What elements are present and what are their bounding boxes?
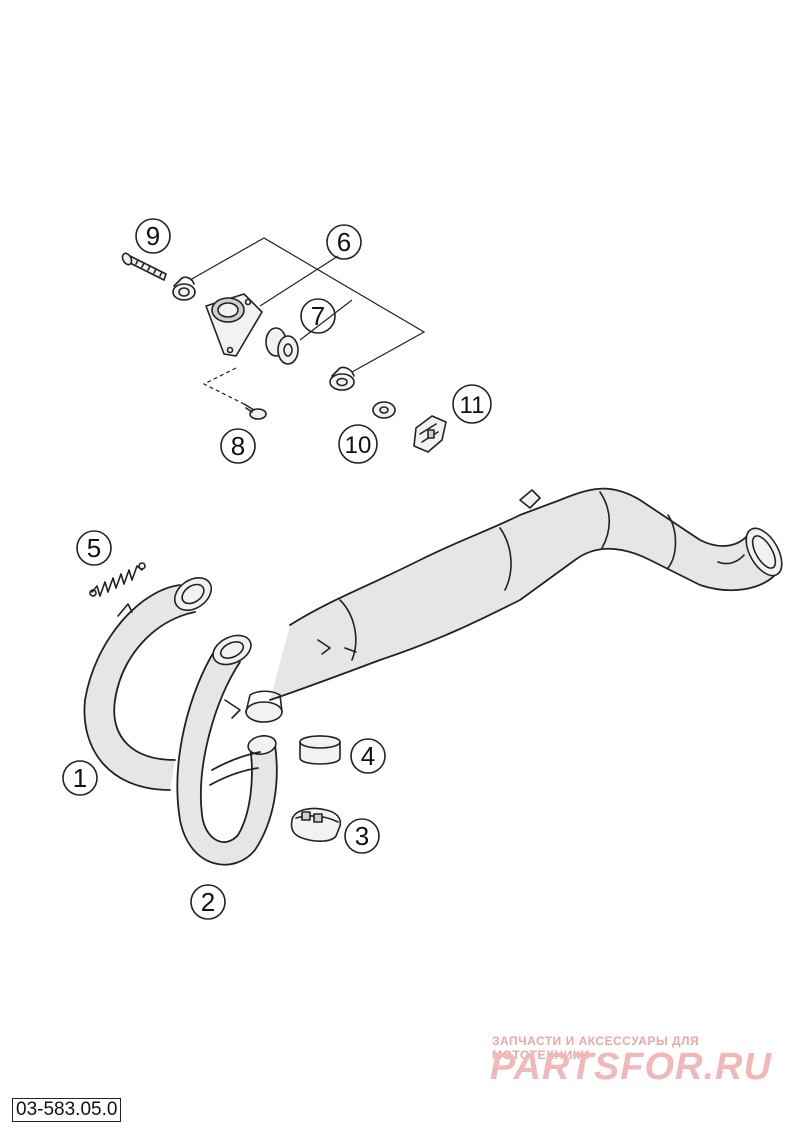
callout-number: 6 [337, 227, 351, 257]
callout-1: 1 [62, 760, 98, 796]
rubber-grommet [265, 327, 299, 365]
callout-7: 7 [300, 298, 336, 334]
watermark-tagline: ЗАПЧАСТИ И АКСЕССУАРЫ ДЛЯ МОТОТЕХНИКИ [492, 1034, 700, 1062]
washer [372, 401, 396, 419]
callout-number: 8 [231, 431, 245, 461]
callout-6: 6 [326, 224, 362, 260]
callout-number: 5 [87, 533, 101, 563]
callout-number: 10 [345, 432, 372, 459]
mounting-bracket [205, 293, 263, 357]
speed-nut-clip [413, 415, 447, 453]
callout-10: 10 [338, 424, 378, 464]
rubber-bushing-upper [172, 276, 196, 301]
sleeve-gasket [299, 735, 341, 765]
callout-number: 4 [361, 741, 375, 771]
header-pipe-2 [176, 634, 283, 866]
callout-8: 8 [220, 428, 256, 464]
callout-number: 1 [73, 763, 87, 793]
header-pipe-1 [83, 576, 213, 791]
bolt [121, 252, 167, 281]
callout-11: 11 [452, 384, 492, 424]
watermark-brand: PARTSFOR.RU [490, 1046, 772, 1088]
exhaust-clamp [290, 807, 342, 842]
drawing-code: 03-583.05.0 [12, 1098, 122, 1122]
callout-number: 2 [201, 887, 215, 917]
callout-4: 4 [350, 738, 386, 774]
callout-9: 9 [135, 218, 171, 254]
callout-3: 3 [344, 818, 380, 854]
callout-number: 7 [311, 301, 325, 331]
rubber-bushing-lower [329, 366, 355, 391]
spring [89, 562, 146, 597]
leader-lines [189, 237, 426, 405]
callout-number: 11 [460, 392, 485, 419]
callout-5: 5 [76, 530, 112, 566]
callout-number: 3 [355, 821, 369, 851]
screw [243, 403, 267, 420]
main-header-pipe [269, 487, 783, 701]
callout-2: 2 [190, 884, 226, 920]
callout-number: 9 [146, 221, 160, 251]
